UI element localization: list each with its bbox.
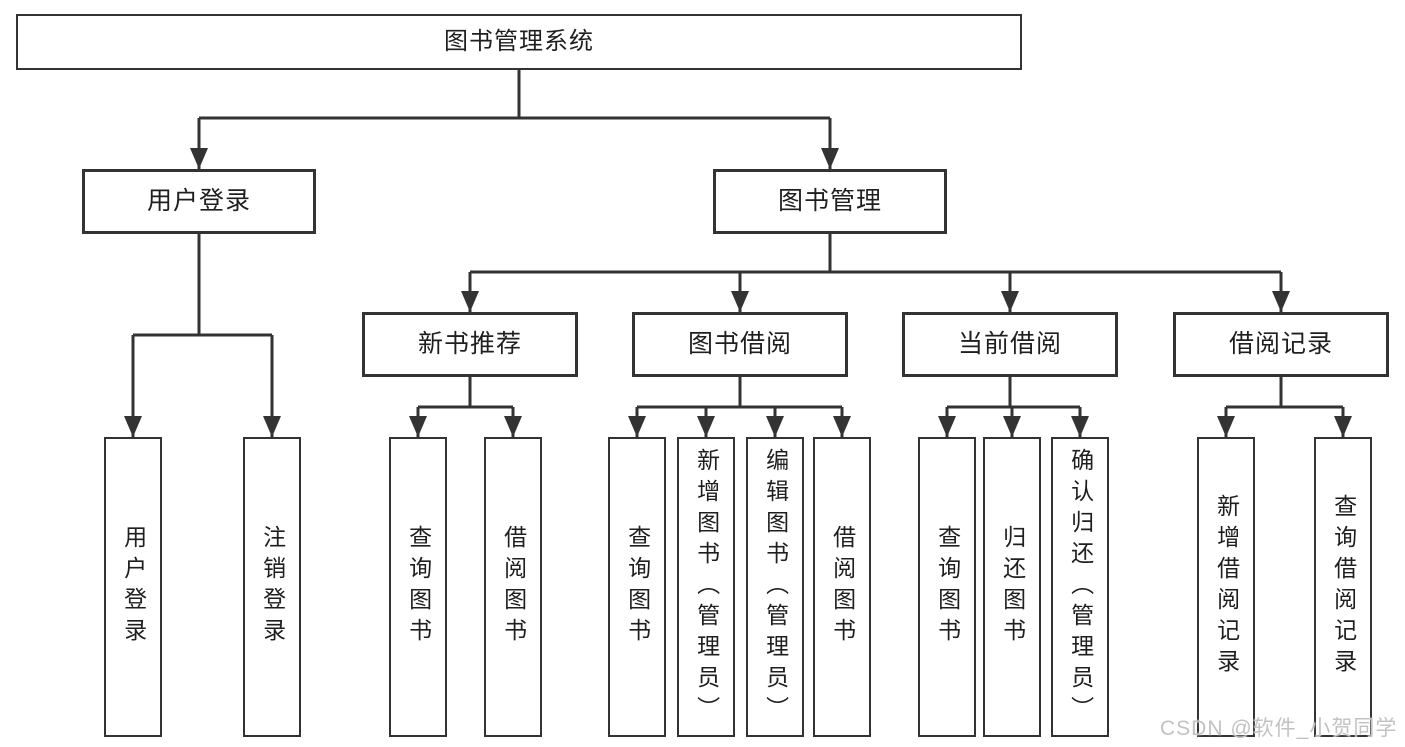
node-label: 新增图书（管理员） bbox=[693, 447, 720, 727]
connector-segments bbox=[133, 70, 1343, 409]
node-label: 新书推荐 bbox=[417, 330, 522, 358]
node-label: 用户登录 bbox=[146, 187, 251, 215]
node-user-login: 用户登录 bbox=[82, 169, 316, 234]
node-label: 注销登录 bbox=[259, 525, 286, 649]
csdn-watermark: CSDN @软件_小贺同学 bbox=[1160, 717, 1398, 740]
leaf-add-borrow-record: 新增借阅记录 bbox=[1197, 437, 1255, 737]
leaf-borrow-books-recommend: 借阅图书 bbox=[484, 437, 542, 737]
node-book-management: 图书管理 bbox=[713, 169, 947, 234]
leaf-confirm-return-admin: 确认归还（管理员） bbox=[1051, 437, 1109, 737]
node-borrowing-records: 借阅记录 bbox=[1173, 312, 1389, 377]
leaf-borrow-books: 借阅图书 bbox=[813, 437, 871, 737]
connector-arrows bbox=[124, 118, 1352, 437]
leaf-search-books-borrowing: 查询图书 bbox=[608, 437, 666, 737]
node-label: 图书管理系统 bbox=[444, 28, 594, 55]
leaf-return-books: 归还图书 bbox=[983, 437, 1041, 737]
leaf-edit-book-admin: 编辑图书（管理员） bbox=[746, 437, 804, 737]
node-label: 借阅记录 bbox=[1228, 330, 1333, 358]
node-label: 当前借阅 bbox=[957, 330, 1062, 358]
node-label: 查询图书 bbox=[405, 525, 432, 649]
node-label: 借阅图书 bbox=[829, 525, 856, 649]
node-label: 查询图书 bbox=[624, 525, 651, 649]
node-book-borrowing: 图书借阅 bbox=[632, 312, 848, 377]
leaf-add-book-admin: 新增图书（管理员） bbox=[677, 437, 735, 737]
leaf-search-borrow-record: 查询借阅记录 bbox=[1314, 437, 1372, 737]
node-label: 查询借阅记录 bbox=[1330, 494, 1357, 680]
node-label: 图书管理 bbox=[777, 187, 882, 215]
node-label: 借阅图书 bbox=[500, 525, 527, 649]
leaf-search-books-current: 查询图书 bbox=[918, 437, 976, 737]
node-label: 确认归还（管理员） bbox=[1067, 447, 1094, 727]
leaf-search-books-recommend: 查询图书 bbox=[389, 437, 447, 737]
leaf-user-login: 用户登录 bbox=[104, 437, 162, 737]
node-label: 查询图书 bbox=[934, 525, 961, 649]
node-label: 新增借阅记录 bbox=[1213, 494, 1240, 680]
node-new-book-recommendation: 新书推荐 bbox=[362, 312, 578, 377]
node-label: 编辑图书（管理员） bbox=[762, 447, 789, 727]
node-library-management-system: 图书管理系统 bbox=[16, 14, 1022, 70]
node-label: 归还图书 bbox=[999, 525, 1026, 649]
node-label: 用户登录 bbox=[120, 525, 147, 649]
leaf-logout: 注销登录 bbox=[243, 437, 301, 737]
node-current-borrowing: 当前借阅 bbox=[902, 312, 1118, 377]
node-label: 图书借阅 bbox=[687, 330, 792, 358]
